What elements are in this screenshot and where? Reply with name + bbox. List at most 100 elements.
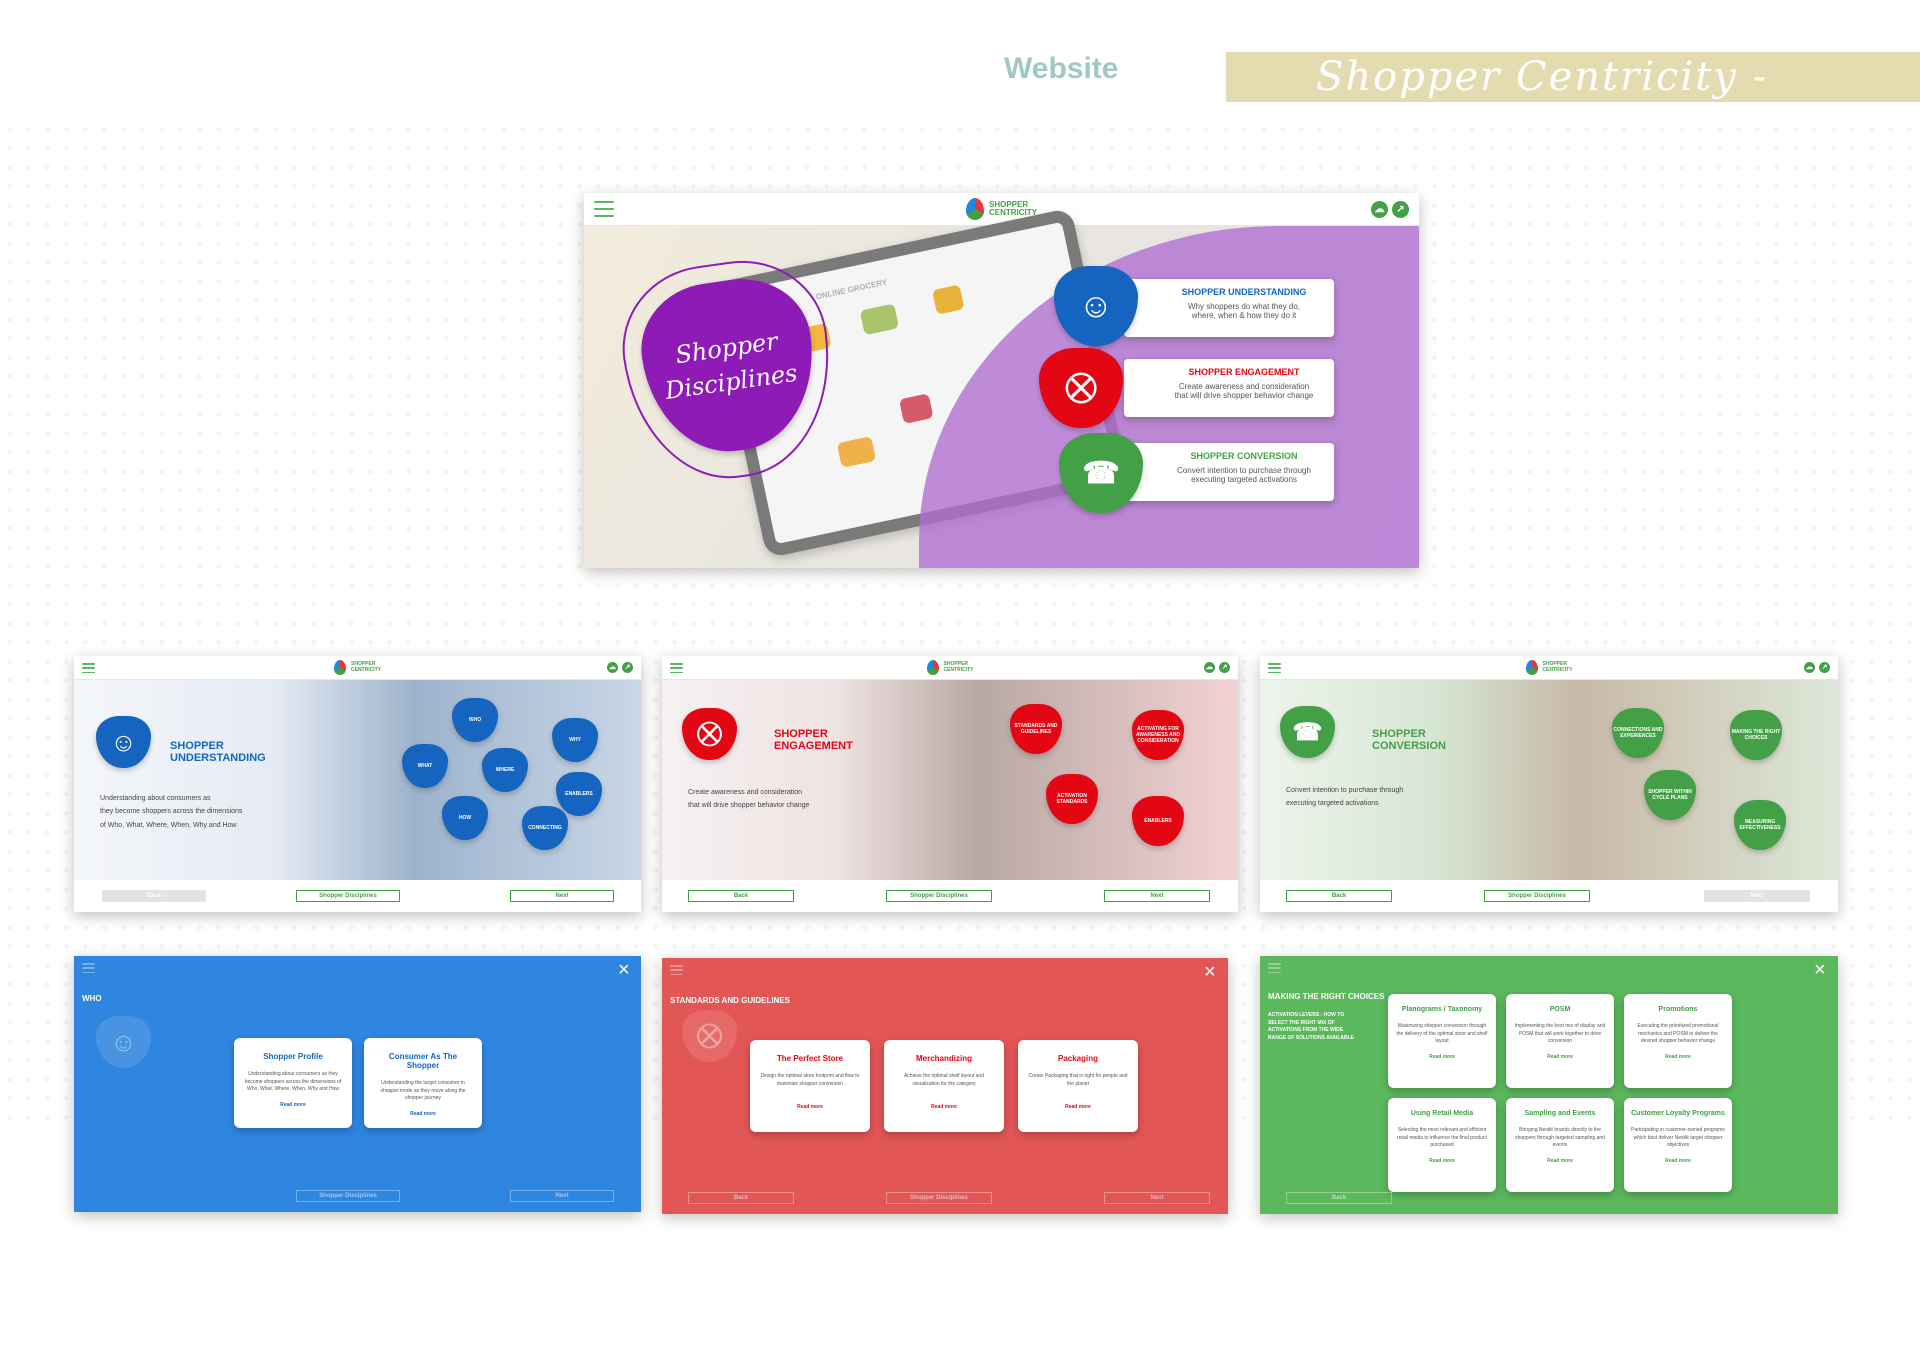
project-banner: Shopper Centricity - Nestlé (1226, 52, 1920, 150)
read-more-link[interactable]: Read more (1429, 1053, 1455, 1060)
next-button[interactable]: Next (1104, 890, 1210, 902)
tablet-product (932, 284, 965, 315)
read-more-link[interactable]: Read more (1065, 1104, 1091, 1110)
pick-activation-standards[interactable]: ACTIVATION STANDARDS (1046, 774, 1098, 824)
export-icon[interactable]: ↗ (1819, 662, 1830, 673)
pick-standards-guidelines[interactable]: STANDARDS AND GUIDELINES (1010, 704, 1062, 754)
back-button[interactable]: Back (688, 1192, 794, 1204)
tablet-product (836, 436, 877, 468)
head-icon[interactable]: ☺ (1054, 266, 1138, 346)
read-more-link[interactable]: Read more (797, 1104, 823, 1110)
modal-card[interactable]: Packaging Create Packaging that is right… (1018, 1040, 1138, 1132)
modal-card[interactable]: Consumer As The Shopper Understanding th… (364, 1038, 482, 1128)
read-more-link[interactable]: Read more (1665, 1053, 1691, 1060)
modal-card[interactable]: POSM Implementing the best mix of displa… (1506, 994, 1614, 1088)
logo-mark-icon (1525, 660, 1538, 675)
tablet-heading: ONLINE GROCERY (814, 277, 888, 302)
section-title: CONVERSION (1372, 740, 1446, 752)
phone-store-icon: ☎ (1280, 706, 1335, 758)
modal-card[interactable]: Promotions Executing the prioritized pro… (1624, 994, 1732, 1088)
pick-where[interactable]: WHERE (482, 748, 528, 792)
next-button[interactable]: Next (510, 1190, 614, 1202)
hamburger-menu-icon[interactable] (82, 963, 95, 973)
shopper-disciplines-button[interactable]: Shopper Disciplines (1484, 890, 1590, 902)
cart-network-icon[interactable]: ⛒ (1039, 348, 1123, 428)
hamburger-menu-icon[interactable] (670, 965, 683, 975)
who-modal-screen: × WHO ☺ Shopper Profile Understanding ab… (74, 956, 641, 1212)
read-more-link[interactable]: Read more (1547, 1053, 1573, 1060)
pick-making-right-choices[interactable]: MAKING THE RIGHT CHOICES (1730, 710, 1782, 760)
export-icon[interactable]: ↗ (622, 662, 633, 673)
pick-what[interactable]: WHAT (402, 744, 448, 788)
cloud-icon[interactable]: ☁ (1804, 662, 1815, 673)
back-button[interactable]: Back (102, 890, 206, 902)
phone-store-icon[interactable]: ☎ (1059, 433, 1143, 513)
pick-connections-experiences[interactable]: CONNECTIONS AND EXPERIENCES (1612, 708, 1664, 758)
next-button[interactable]: Next (510, 890, 614, 902)
section-title: SHOPPER (774, 728, 828, 740)
close-icon[interactable]: × (1814, 959, 1826, 981)
engagement-card[interactable]: SHOPPER ENGAGEMENT Create awareness and … (1124, 359, 1334, 417)
read-more-link[interactable]: Read more (280, 1101, 306, 1108)
pick-how[interactable]: HOW (442, 796, 488, 840)
modal-card[interactable]: Customer Loyalty Programs Participating … (1624, 1098, 1732, 1192)
read-more-link[interactable]: Read more (1429, 1157, 1455, 1164)
shopper-disciplines-button[interactable]: Shopper Disciplines (296, 890, 400, 902)
understanding-card[interactable]: SHOPPER UNDERSTANDING Why shoppers do wh… (1124, 279, 1334, 337)
section-title: UNDERSTANDING (170, 752, 266, 764)
cloud-icon[interactable]: ☁ (1204, 662, 1215, 673)
next-button[interactable]: Next (1104, 1192, 1210, 1204)
cloud-icon[interactable]: ☁ (1371, 201, 1388, 218)
hamburger-menu-icon[interactable] (1268, 963, 1281, 973)
pick-enablers[interactable]: ENABLERS (556, 772, 602, 816)
shopper-disciplines-button[interactable]: Shopper Disciplines (296, 1190, 400, 1202)
pick-why[interactable]: WHY (552, 718, 598, 762)
back-button[interactable]: Back (1286, 890, 1392, 902)
modal-card[interactable]: Sampling and Events Bringing Nestlé bran… (1506, 1098, 1614, 1192)
modal-card[interactable]: Merchandizing Achieve the optimal shelf … (884, 1040, 1004, 1132)
conversion-card[interactable]: SHOPPER CONVERSION Convert intention to … (1124, 443, 1334, 501)
hamburger-menu-icon[interactable] (594, 201, 614, 217)
modal-card[interactable]: Using Retail Media Selecting the most re… (1388, 1098, 1496, 1192)
read-more-link[interactable]: Read more (931, 1104, 957, 1110)
close-icon[interactable]: × (1204, 961, 1216, 983)
back-button[interactable]: Back (688, 890, 794, 902)
logo-mark-icon (926, 660, 939, 675)
next-button[interactable]: Next (1704, 890, 1810, 902)
pick-measuring-effectiveness[interactable]: MEASURING EFFECTIVENESS (1734, 800, 1786, 850)
modal-label: WHO (82, 994, 102, 1003)
read-more-link[interactable]: Read more (1547, 1157, 1573, 1164)
cart-network-icon: ⛒ (682, 1010, 737, 1062)
shopper-disciplines-button[interactable]: Shopper Disciplines (886, 1192, 992, 1204)
export-icon[interactable]: ↗ (1392, 201, 1409, 218)
modal-card[interactable]: Planograms / Taxonomy Maximizing shopper… (1388, 994, 1496, 1088)
modal-card[interactable]: Shopper Profile Understanding about cons… (234, 1038, 352, 1128)
pick-enablers[interactable]: ENABLERS (1132, 796, 1184, 846)
export-icon[interactable]: ↗ (1219, 662, 1230, 673)
shopper-disciplines-button[interactable]: Shopper Disciplines (886, 890, 992, 902)
read-more-link[interactable]: Read more (410, 1110, 436, 1117)
section-label: Website (1004, 52, 1119, 85)
hamburger-menu-icon[interactable] (670, 663, 683, 673)
modal-card[interactable]: The Perfect Store Design the optimal sto… (750, 1040, 870, 1132)
pick-who[interactable]: WHO (452, 698, 498, 742)
pick-connecting[interactable]: CONNECTING (522, 806, 568, 850)
section-title: SHOPPER (1372, 728, 1426, 740)
close-icon[interactable]: × (618, 959, 630, 981)
cloud-icon[interactable]: ☁ (607, 662, 618, 673)
hamburger-menu-icon[interactable] (82, 663, 95, 673)
pick-shopper-cycle-plans[interactable]: SHOPPER WITHIN CYCLE PLANS (1644, 770, 1696, 820)
hamburger-menu-icon[interactable] (1268, 663, 1281, 673)
back-button[interactable]: Back (1286, 1192, 1392, 1204)
read-more-link[interactable]: Read more (1665, 1157, 1691, 1164)
pick-activating-awareness[interactable]: ACTIVATING FOR AWARENESS AND CONSIDERATI… (1132, 710, 1184, 760)
